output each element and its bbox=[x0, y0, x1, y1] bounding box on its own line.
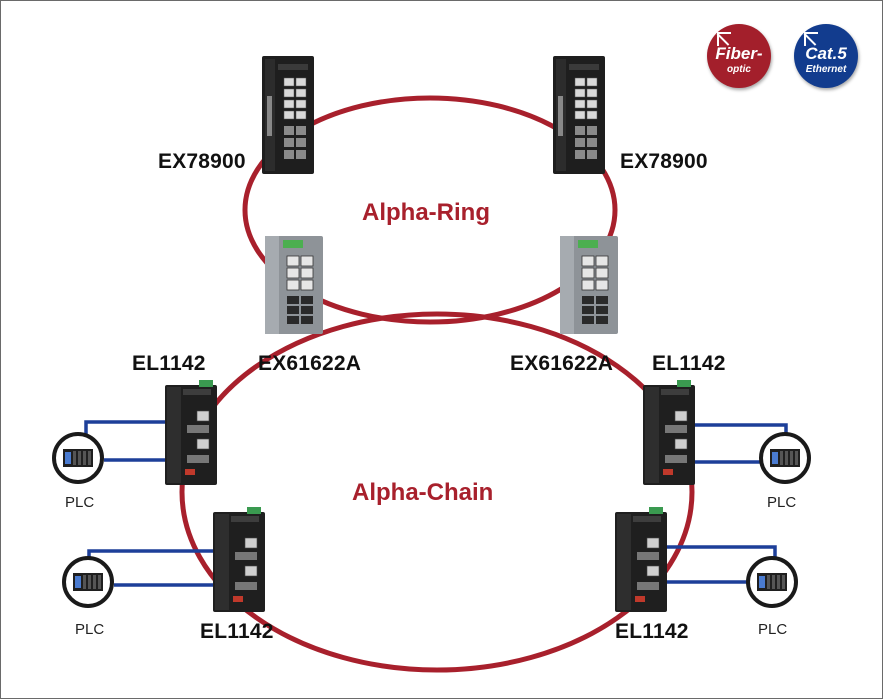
plc-icon bbox=[759, 432, 811, 484]
plc-label: PLC bbox=[767, 494, 797, 511]
arrow-icon bbox=[717, 32, 731, 46]
ex78900-switch-icon bbox=[261, 55, 315, 175]
fiber-legend-line1: Fiber- bbox=[715, 44, 763, 63]
el1142-switch-icon bbox=[642, 379, 696, 486]
cat5-legend-line2: Ethernet bbox=[805, 64, 847, 75]
plc-label: PLC bbox=[758, 621, 788, 638]
plc-icon bbox=[62, 556, 114, 608]
alpha-ring-link bbox=[242, 95, 618, 325]
el1142-switch-icon bbox=[212, 506, 266, 613]
ex61622a-switch-icon bbox=[559, 235, 619, 335]
plc-icon bbox=[52, 432, 104, 484]
el1142-switch-icon bbox=[164, 379, 218, 486]
device-label-ex61622a-right: EX61622A bbox=[510, 352, 614, 375]
alpha-ring-label: Alpha-Ring bbox=[362, 199, 490, 226]
device-label-ex61622a-left: EX61622A bbox=[258, 352, 362, 375]
ex78900-switch-icon bbox=[552, 55, 606, 175]
ex61622a-switch-icon bbox=[264, 235, 324, 335]
cat5-ethernet-legend-badge: Cat.5 Ethernet bbox=[794, 24, 858, 88]
plc-label: PLC bbox=[75, 621, 105, 638]
copper-links bbox=[84, 420, 788, 587]
alpha-chain-label: Alpha-Chain bbox=[352, 479, 494, 506]
el1142-switch-icon bbox=[614, 506, 668, 613]
device-label-el1142-bottom-right: EL1142 bbox=[615, 620, 689, 643]
device-label-ex78900-left: EX78900 bbox=[158, 150, 246, 173]
device-label-el1142-top-left: EL1142 bbox=[132, 352, 206, 375]
device-label-el1142-bottom-left: EL1142 bbox=[200, 620, 274, 643]
arrow-icon bbox=[804, 32, 818, 46]
alpha-chain-link bbox=[179, 311, 695, 673]
device-label-ex78900-right: EX78900 bbox=[620, 150, 708, 173]
plc-label: PLC bbox=[65, 494, 95, 511]
fiber-optic-legend-badge: Fiber- optic bbox=[707, 24, 771, 88]
plc-icon bbox=[746, 556, 798, 608]
device-label-el1142-top-right: EL1142 bbox=[652, 352, 726, 375]
cat5-legend-line1: Cat.5 bbox=[805, 44, 847, 63]
fiber-legend-line2: optic bbox=[727, 64, 751, 75]
